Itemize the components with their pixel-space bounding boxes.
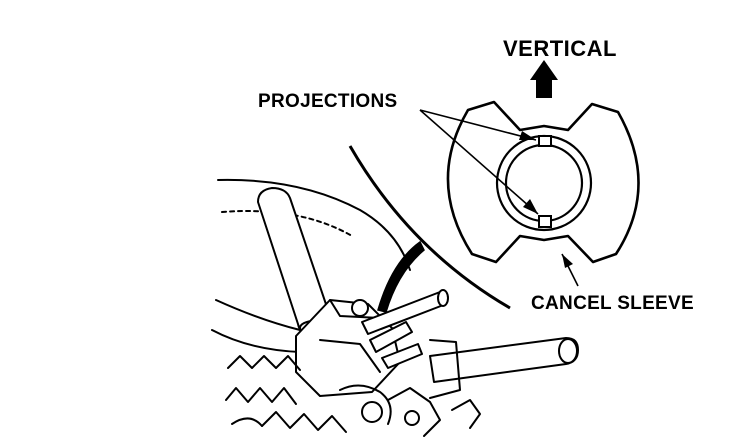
projection-top — [538, 135, 552, 147]
steering-column-assembly — [211, 178, 579, 437]
projections-leader-top — [419, 109, 537, 141]
cancel-sleeve — [446, 100, 640, 264]
callout-wedge — [377, 240, 425, 313]
up-arrow-icon — [530, 60, 558, 98]
projection-bottom — [538, 215, 552, 228]
projections-leader-bottom — [419, 109, 539, 215]
vertical-label: VERTICAL — [503, 36, 617, 61]
wheel-arc — [348, 145, 511, 313]
leader-lines — [419, 109, 579, 287]
projections-label: PROJECTIONS — [258, 91, 398, 112]
cancel-sleeve-label: CANCEL SLEEVE — [531, 293, 694, 314]
